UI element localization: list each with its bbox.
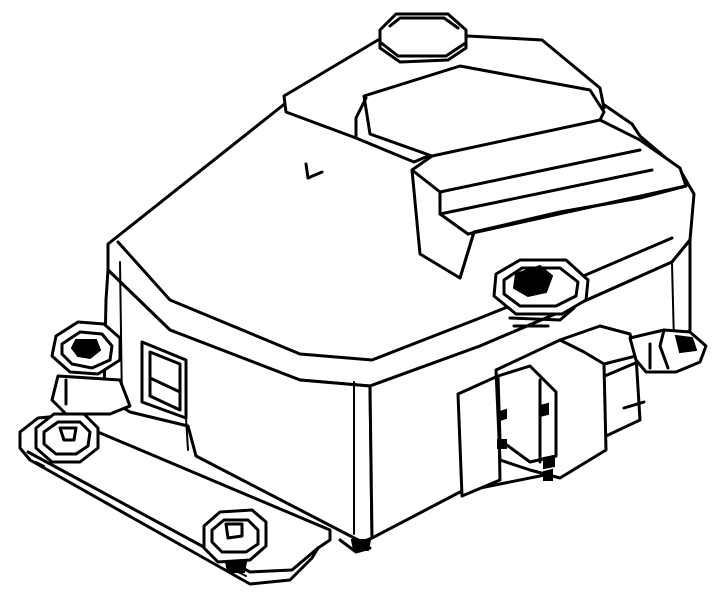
front-bolt	[202, 508, 268, 573]
top-octagonal-cap	[378, 12, 468, 64]
right-mounting-bolt	[492, 258, 590, 328]
electrical-connector	[456, 324, 646, 498]
side-window	[140, 340, 189, 451]
wire-lead	[628, 328, 708, 374]
front-left-bolt	[34, 412, 100, 464]
left-mounting-bolt	[50, 320, 132, 416]
